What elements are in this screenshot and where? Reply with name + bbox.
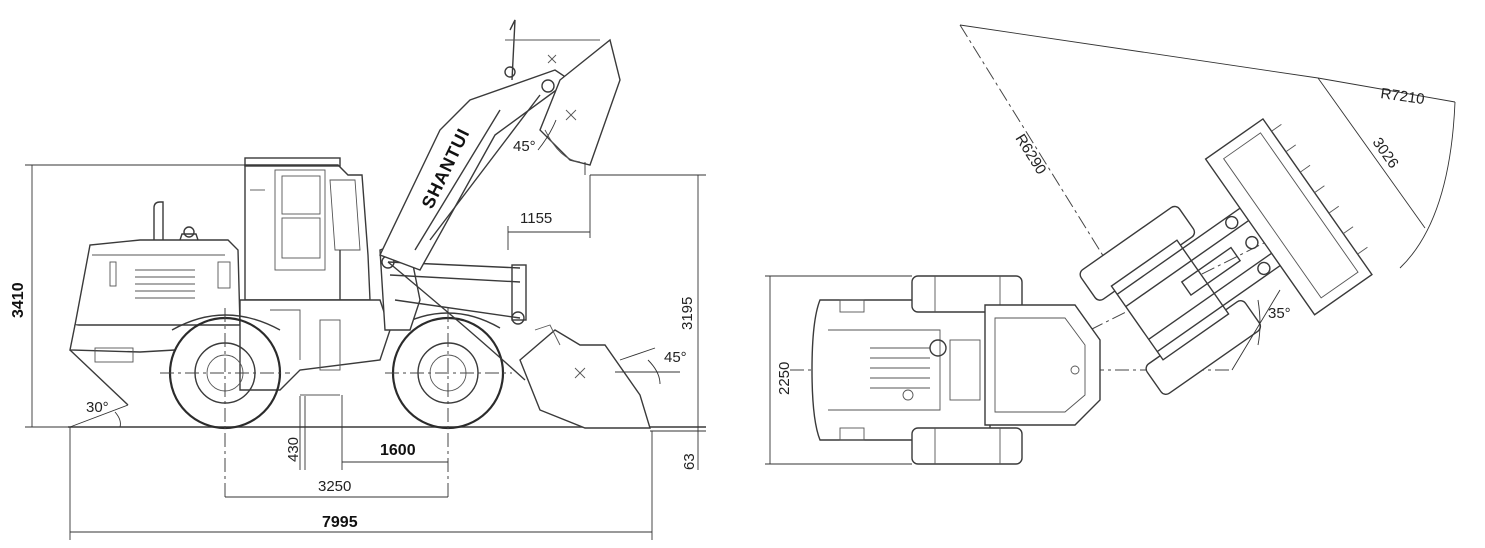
digging-depth-dim-label: 63 bbox=[681, 453, 698, 470]
rollback-angle-label: 45° bbox=[664, 349, 687, 366]
track-width-dim-label: 2250 bbox=[776, 362, 793, 395]
dump-height-dim-label: 3195 bbox=[679, 297, 696, 330]
dump-angle-label: 45° bbox=[513, 138, 536, 155]
articulation-angle-label: 35° bbox=[1268, 305, 1291, 322]
bucket-width-dim-label: 3026 bbox=[1369, 135, 1402, 172]
dump-reach-dim-label: 1155 bbox=[520, 210, 552, 227]
bucket-radius-label: R7210 bbox=[1379, 85, 1425, 108]
departure-angle-label: 30° bbox=[86, 399, 109, 416]
top-view: 3026 R7210 R6290 35° 2250 bbox=[765, 24, 1456, 465]
axle-to-bucket-dim-label: 1600 bbox=[380, 442, 416, 459]
height-dim-label: 3410 bbox=[10, 282, 27, 318]
overall-length-dim-label: 7995 bbox=[322, 514, 358, 531]
side-view: SHANTUI 45° 45° 30° 3410 3195 1155 63 bbox=[10, 19, 706, 540]
outer-radius-label: R6290 bbox=[1012, 131, 1050, 177]
ground-clearance-dim-label: 430 bbox=[285, 437, 302, 462]
wheelbase-dim-label: 3250 bbox=[318, 478, 351, 495]
